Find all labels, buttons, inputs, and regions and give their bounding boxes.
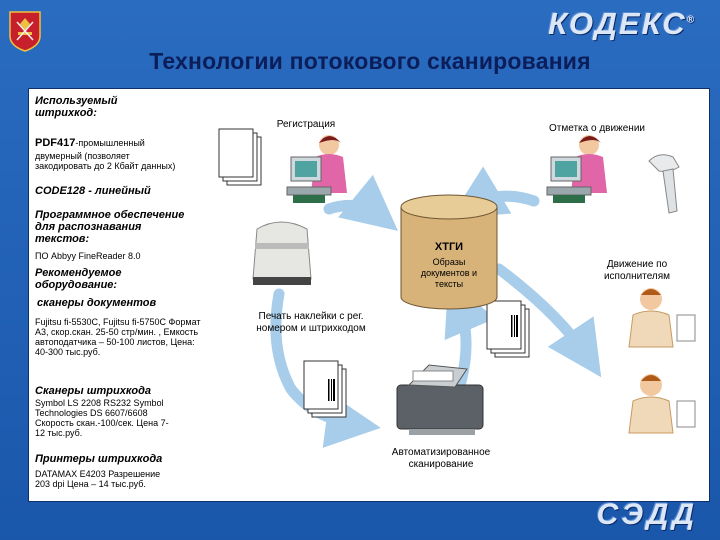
document-stack-icon bbox=[486, 300, 530, 358]
barcode-scanners-description: Symbol LS 2208 RS232 Symbol Technologies… bbox=[35, 398, 169, 438]
storage-name: ХТГИ bbox=[434, 241, 464, 253]
software-heading: Программное обеспечение для распознавани… bbox=[35, 209, 185, 245]
scanners-description: Fujitsu fi-5530C, Fujitsu fi-5750C Форма… bbox=[35, 317, 201, 357]
operator-workstation-icon bbox=[286, 135, 347, 203]
operator-workstation-icon bbox=[546, 135, 607, 203]
barcode-heading: Используемый штрихкод: bbox=[35, 95, 118, 119]
arrow-storage-to-executives bbox=[493, 263, 602, 378]
diagram-art bbox=[218, 128, 696, 448]
barcode-icon bbox=[328, 379, 335, 401]
barcode-scanner-icon bbox=[648, 154, 680, 214]
label-printer-icon bbox=[252, 221, 312, 285]
database-cylinder-icon bbox=[400, 194, 498, 310]
print-labels-label: Печать наклейки с рег. номером и штрихко… bbox=[256, 311, 366, 334]
executive-person-icon bbox=[628, 288, 696, 348]
page-title: Технологии потокового сканирования bbox=[149, 48, 591, 74]
barcode-scanners-heading: Сканеры штрихкода bbox=[35, 385, 152, 397]
document-scanner-icon bbox=[396, 364, 484, 435]
arrow-printer-down bbox=[270, 288, 381, 448]
hardware-heading: Рекомендуемое оборудование: bbox=[35, 267, 122, 291]
scanners-heading: сканеры документов bbox=[37, 297, 157, 309]
pdf417-label: PDF417-промышленный bbox=[35, 137, 145, 149]
diagram-panel: Используемый штрихкод: PDF417-промышленн… bbox=[28, 88, 710, 502]
software-value: ПО Abbyy FineReader 8.0 bbox=[35, 251, 141, 261]
printers-heading: Принтеры штрихкода bbox=[35, 453, 163, 465]
arrow-registration-to-storage bbox=[323, 174, 399, 231]
registration-label: Регистрация bbox=[276, 119, 336, 130]
brand-logo: КОДЕКС® bbox=[548, 6, 696, 41]
document-stack-icon bbox=[303, 360, 347, 418]
movement-mark-label: Отметка о движении bbox=[549, 123, 645, 134]
printers-description: DATAMAX E4203 Разрешение 203 dpi Цена – … bbox=[35, 469, 161, 489]
barcode-icon bbox=[511, 315, 518, 337]
storage-description: Образы документов и тексты bbox=[420, 257, 478, 289]
emblem-icon bbox=[9, 11, 41, 52]
auto-scan-label: Автоматизированное сканирование bbox=[391, 447, 491, 470]
footer-brand: СЭДД bbox=[596, 498, 698, 531]
movement-executors-label: Движение по исполнителям bbox=[603, 259, 671, 282]
pdf417-description: двумерный (позволяет закодировать до 2 К… bbox=[35, 151, 176, 171]
code128-label: CODE128 - линейный bbox=[35, 185, 151, 197]
executive-person-icon bbox=[628, 374, 696, 434]
document-stack-icon bbox=[218, 128, 262, 186]
